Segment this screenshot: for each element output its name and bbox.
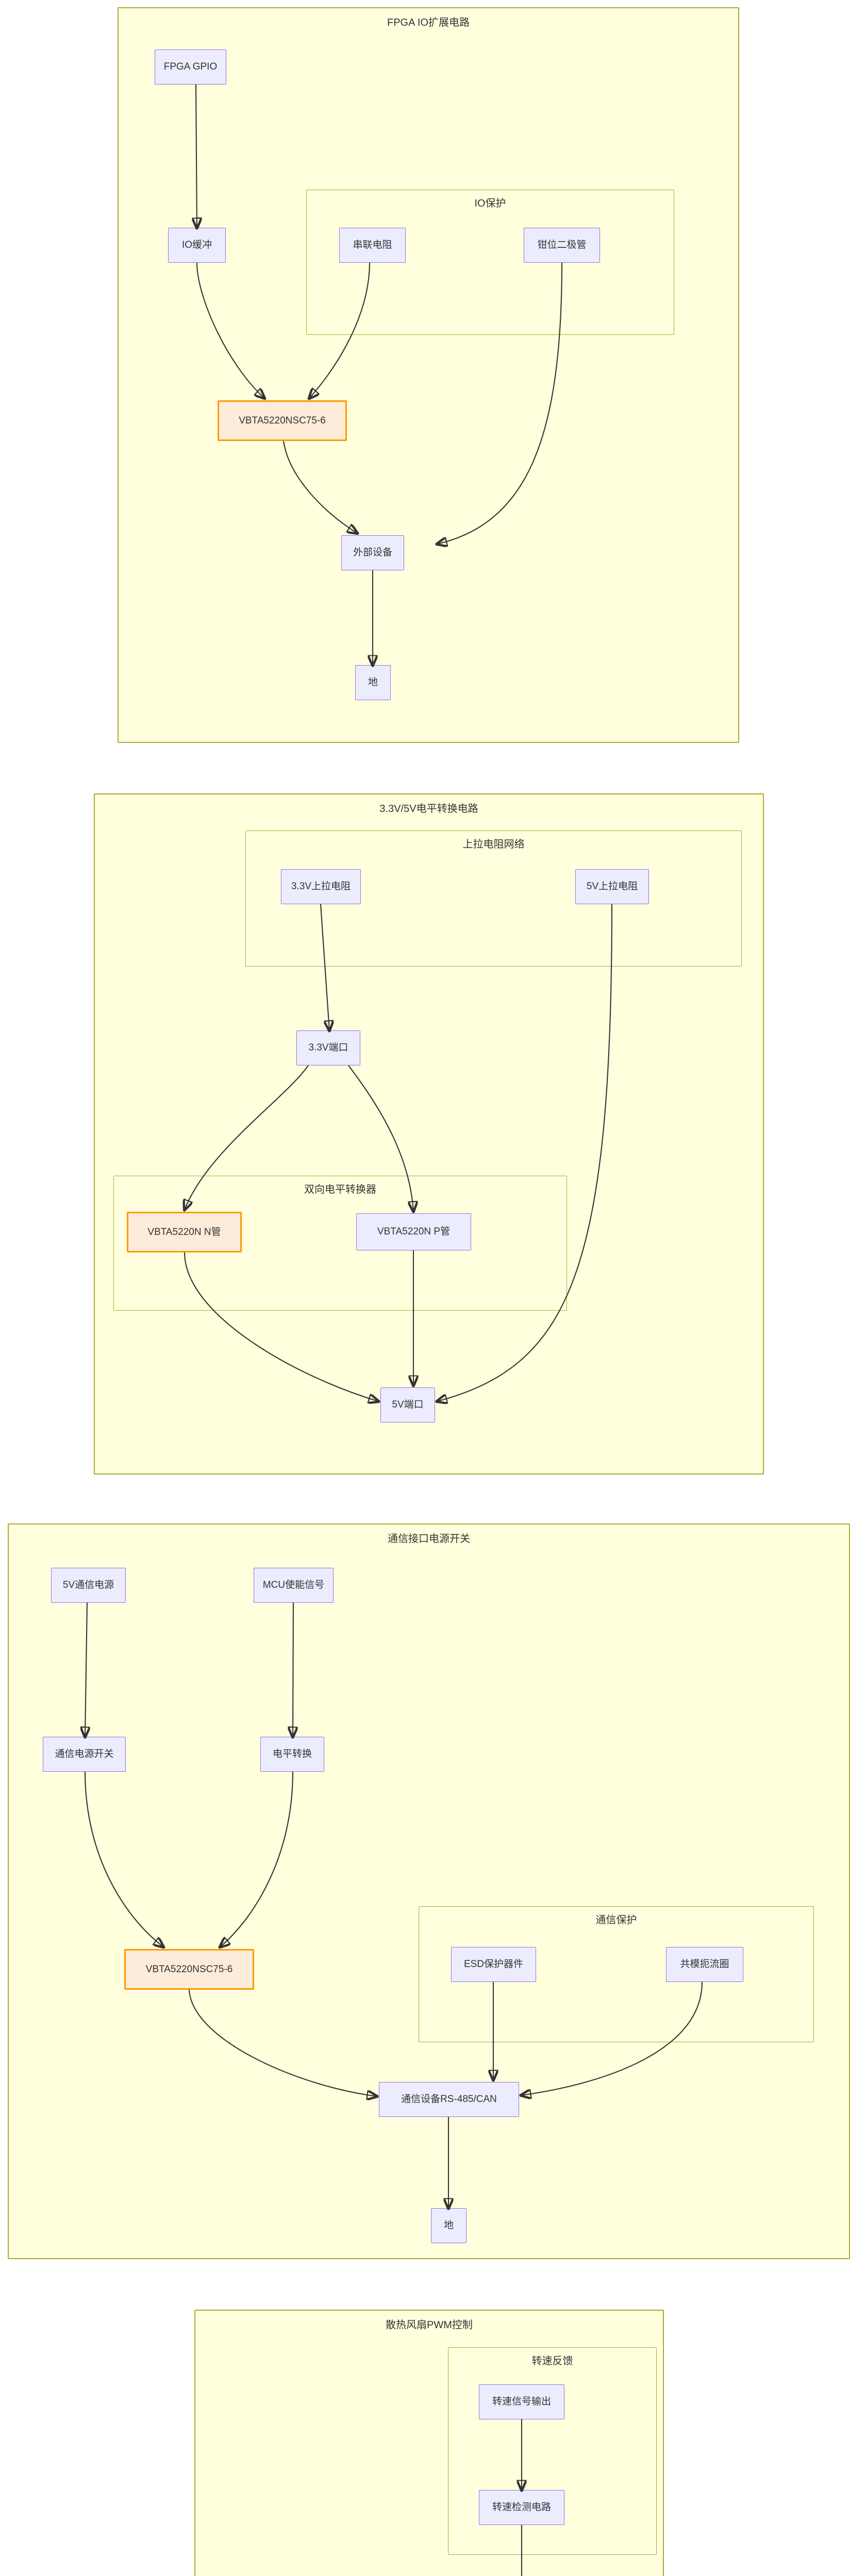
node-ground[interactable]: 地 bbox=[431, 2208, 467, 2243]
node-label: VBTA5220NSC75-6 bbox=[145, 1963, 233, 1975]
edge-vbta-to-external-device bbox=[282, 440, 357, 533]
diagram-title: FPGA IO扩展电路 bbox=[387, 17, 470, 28]
node-label: 3.3V上拉电阻 bbox=[291, 881, 351, 892]
node-label: 共模扼流圈 bbox=[680, 1959, 729, 1970]
node-label: 地 bbox=[443, 2220, 454, 2231]
node-label: 5V上拉电阻 bbox=[586, 881, 638, 892]
node-comm-power-5v[interactable]: 5V通信电源 bbox=[51, 1568, 126, 1603]
node-label: 钳位二极管 bbox=[537, 240, 587, 250]
node-vbta5220n-n[interactable]: VBTA5220N N管 bbox=[127, 1212, 242, 1252]
node-port-5v[interactable]: 5V端口 bbox=[380, 1387, 435, 1422]
diagram-comm-interface-power-switch: 通信接口电源开关 通信保护 5V通信电源 MCU使能信号 通信电源开关 电平转换… bbox=[8, 1523, 850, 2259]
node-label: 5V通信电源 bbox=[62, 1580, 114, 1590]
node-label: 通信电源开关 bbox=[55, 1749, 114, 1759]
node-io-buffer[interactable]: IO缓冲 bbox=[168, 228, 226, 263]
node-label: 转速检测电路 bbox=[492, 2502, 551, 2513]
node-label: 地 bbox=[368, 677, 378, 688]
diagram-cooling-fan-pwm: 散热风扇PWM控制 转速反馈 转速信号输出 转速检测电路 12V风扇电源 MCU… bbox=[194, 2310, 664, 2576]
node-label: 电平转换 bbox=[272, 1749, 312, 1759]
diagram-level-shift-33v-5v: 3.3V/5V电平转换电路 上拉电阻网络 双向电平转换器 3.3V上拉电阻 5V… bbox=[94, 793, 764, 1475]
edge-pullup5v-to-port5v bbox=[437, 904, 613, 1401]
edge-layer bbox=[119, 84, 563, 744]
diagram-title: 3.3V/5V电平转换电路 bbox=[379, 803, 478, 815]
edge-vbta-to-comm-device bbox=[188, 1989, 377, 2096]
node-common-mode-choke[interactable]: 共模扼流圈 bbox=[666, 1947, 743, 1982]
node-pullup-33v[interactable]: 3.3V上拉电阻 bbox=[281, 869, 361, 904]
node-label: 通信设备RS-485/CAN bbox=[401, 2094, 497, 2105]
edge-switch-to-vbta bbox=[84, 1771, 163, 1947]
node-label: VBTA5220N P管 bbox=[377, 1226, 451, 1237]
node-label: 5V端口 bbox=[392, 1399, 424, 1410]
diagram-title: 通信接口电源开关 bbox=[388, 1533, 470, 1545]
node-port-33v[interactable]: 3.3V端口 bbox=[296, 1030, 360, 1065]
node-series-resistor[interactable]: 串联电阻 bbox=[339, 228, 406, 263]
edge-layer bbox=[9, 1602, 703, 2260]
cluster-title: 上拉电阻网络 bbox=[462, 839, 525, 850]
node-label: 3.3V端口 bbox=[308, 1042, 348, 1053]
edge-comm-power-to-switch bbox=[85, 1602, 87, 1737]
node-vbta5220n-p[interactable]: VBTA5220N P管 bbox=[356, 1213, 471, 1250]
node-label: 转速信号输出 bbox=[492, 2396, 551, 2407]
node-label: ESD保护器件 bbox=[463, 1959, 524, 1970]
node-comm-power-switch[interactable]: 通信电源开关 bbox=[43, 1737, 126, 1772]
node-label: VBTA5220NSC75-6 bbox=[239, 415, 326, 426]
edge-fpga-gpio-to-io-buffer bbox=[196, 84, 197, 228]
cluster-title: 通信保护 bbox=[595, 1914, 637, 1926]
node-label: 外部设备 bbox=[353, 547, 392, 558]
node-label: MCU使能信号 bbox=[262, 1580, 325, 1590]
diagram-fpga-io-expansion: FPGA IO扩展电路 IO保护 FPGA GPIO IO缓冲 串联电阻 钳位二… bbox=[118, 7, 739, 743]
node-comm-device[interactable]: 通信设备RS-485/CAN bbox=[379, 2082, 519, 2117]
node-label: IO缓冲 bbox=[181, 240, 212, 250]
diagram-title: 散热风扇PWM控制 bbox=[386, 2319, 473, 2331]
node-speed-detect-circuit[interactable]: 转速检测电路 bbox=[479, 2490, 564, 2525]
node-pullup-5v[interactable]: 5V上拉电阻 bbox=[575, 869, 649, 904]
cluster-title: 双向电平转换器 bbox=[304, 1184, 376, 1195]
edge-level-shift-to-vbta bbox=[220, 1771, 294, 1947]
node-label: 串联电阻 bbox=[353, 240, 392, 250]
cluster-title: 转速反馈 bbox=[531, 2355, 573, 2367]
node-vbta5220nsc75-6[interactable]: VBTA5220NSC75-6 bbox=[218, 400, 347, 441]
node-speed-signal-out[interactable]: 转速信号输出 bbox=[479, 2384, 564, 2419]
node-level-shift[interactable]: 电平转换 bbox=[260, 1737, 324, 1772]
node-fpga-gpio[interactable]: FPGA GPIO bbox=[155, 49, 226, 84]
node-external-device[interactable]: 外部设备 bbox=[341, 535, 404, 570]
node-esd-protection[interactable]: ESD保护器件 bbox=[451, 1947, 536, 1982]
node-label: FPGA GPIO bbox=[163, 61, 218, 72]
cluster-title: IO保护 bbox=[474, 198, 506, 209]
node-mcu-enable[interactable]: MCU使能信号 bbox=[254, 1568, 334, 1603]
node-clamp-diode[interactable]: 钳位二极管 bbox=[524, 228, 600, 263]
node-label: VBTA5220N N管 bbox=[147, 1226, 221, 1238]
edge-io-buffer-to-vbta bbox=[196, 262, 264, 398]
node-ground[interactable]: 地 bbox=[355, 665, 391, 700]
node-vbta5220nsc75-6[interactable]: VBTA5220NSC75-6 bbox=[124, 1949, 254, 1990]
